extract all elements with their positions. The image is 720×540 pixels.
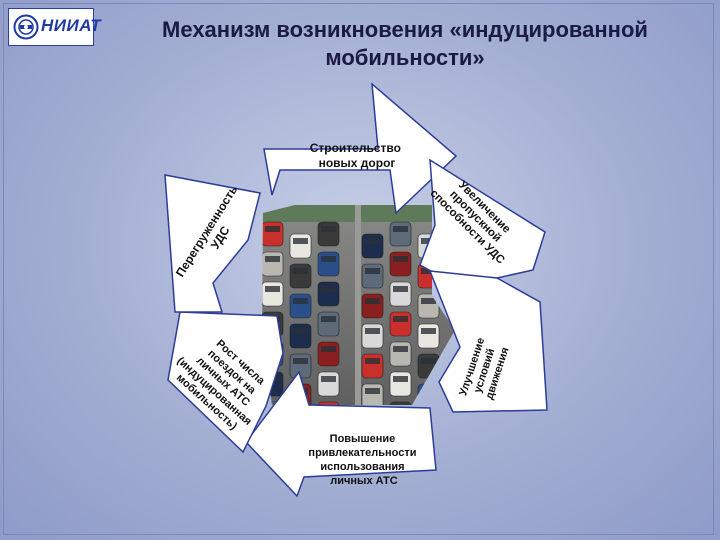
photo-car-window xyxy=(321,226,336,232)
photo-car xyxy=(361,353,384,379)
arrow-overload xyxy=(164,174,261,313)
photo-car-window xyxy=(365,238,380,244)
photo-car xyxy=(389,371,412,397)
photo-car-window xyxy=(321,256,336,262)
photo-car xyxy=(317,251,340,277)
photo-car xyxy=(417,293,440,319)
slide-frame xyxy=(3,3,714,535)
photo-car xyxy=(389,251,412,277)
photo-car xyxy=(389,401,412,405)
photo-car-window xyxy=(421,298,436,304)
photo-car xyxy=(361,323,384,349)
photo-car xyxy=(262,401,284,405)
photo-car-window xyxy=(365,358,380,364)
label-attr-line-2: привлекательности xyxy=(308,447,416,459)
photo-car-window xyxy=(293,238,308,244)
photo-car-window xyxy=(265,286,280,292)
arrow-growth xyxy=(167,311,284,454)
photo-car xyxy=(361,263,384,289)
photo-car xyxy=(317,371,340,397)
photo-car-window xyxy=(321,286,336,292)
car-wheel-emblem-icon xyxy=(13,14,39,40)
photo-car-window xyxy=(365,388,380,394)
photo-car-window xyxy=(421,268,436,274)
photo-car xyxy=(317,311,340,337)
label-attr-line-1: Повышение xyxy=(330,433,396,445)
photo-car-window xyxy=(265,256,280,262)
photo-car-window xyxy=(393,226,408,232)
photo-car-window xyxy=(293,298,308,304)
photo-car-window xyxy=(293,328,308,334)
label-attractiveness: Повышение привлекательности использовани… xyxy=(308,433,419,487)
photo-car-window xyxy=(365,328,380,334)
photo-car-window xyxy=(321,346,336,352)
photo-car xyxy=(317,341,340,367)
photo-car-window xyxy=(365,298,380,304)
label-attr-line-3: использования xyxy=(320,461,404,473)
title-line-1: Механизм возникновения «индуцированной xyxy=(162,17,648,42)
photo-car xyxy=(361,233,384,259)
slide-title: Механизм возникновения «индуцированной м… xyxy=(100,16,710,72)
photo-car xyxy=(262,281,284,307)
photo-car xyxy=(417,323,440,349)
photo-car-window xyxy=(421,358,436,364)
label-build-line-1: Строительство xyxy=(310,141,401,155)
photo-car xyxy=(389,341,412,367)
photo-car-window xyxy=(365,268,380,274)
photo-car xyxy=(417,383,440,405)
arrow-conditions xyxy=(428,270,548,413)
photo-car xyxy=(289,263,312,289)
photo-car xyxy=(389,311,412,337)
photo-car-window xyxy=(265,226,280,232)
photo-car xyxy=(317,221,340,247)
label-build-line-2: новых дорог xyxy=(319,156,396,170)
photo-car xyxy=(389,281,412,307)
photo-car xyxy=(289,323,312,349)
photo-car-window xyxy=(321,376,336,382)
logo-text: НИИАТ xyxy=(41,16,102,35)
photo-car xyxy=(317,281,340,307)
photo-car xyxy=(317,401,340,405)
photo-car xyxy=(289,293,312,319)
photo-car-window xyxy=(393,316,408,322)
photo-car xyxy=(262,221,284,247)
arrow-attractiveness xyxy=(245,370,437,498)
photo-car-window xyxy=(393,256,408,262)
photo-car xyxy=(361,383,384,405)
photo-car-window xyxy=(293,268,308,274)
arrow-build-roads xyxy=(263,82,458,215)
photo-car-window xyxy=(393,286,408,292)
photo-car xyxy=(289,233,312,259)
title-line-2: мобильности» xyxy=(325,45,485,70)
traffic-jam-photo xyxy=(262,205,455,405)
photo-car-window xyxy=(421,328,436,334)
label-build-roads: Строительство новых дорог xyxy=(310,141,405,170)
photo-car-window xyxy=(321,316,336,322)
photo-car xyxy=(262,251,284,277)
photo-car-window xyxy=(393,376,408,382)
photo-car xyxy=(389,221,412,247)
photo-car-window xyxy=(393,346,408,352)
photo-car-window xyxy=(421,388,436,394)
photo-car-window xyxy=(293,358,308,364)
label-attr-line-4: личных АТС xyxy=(330,475,397,487)
photo-car xyxy=(361,293,384,319)
photo-car xyxy=(417,353,440,379)
niiat-logo: НИИАТ xyxy=(8,8,101,46)
